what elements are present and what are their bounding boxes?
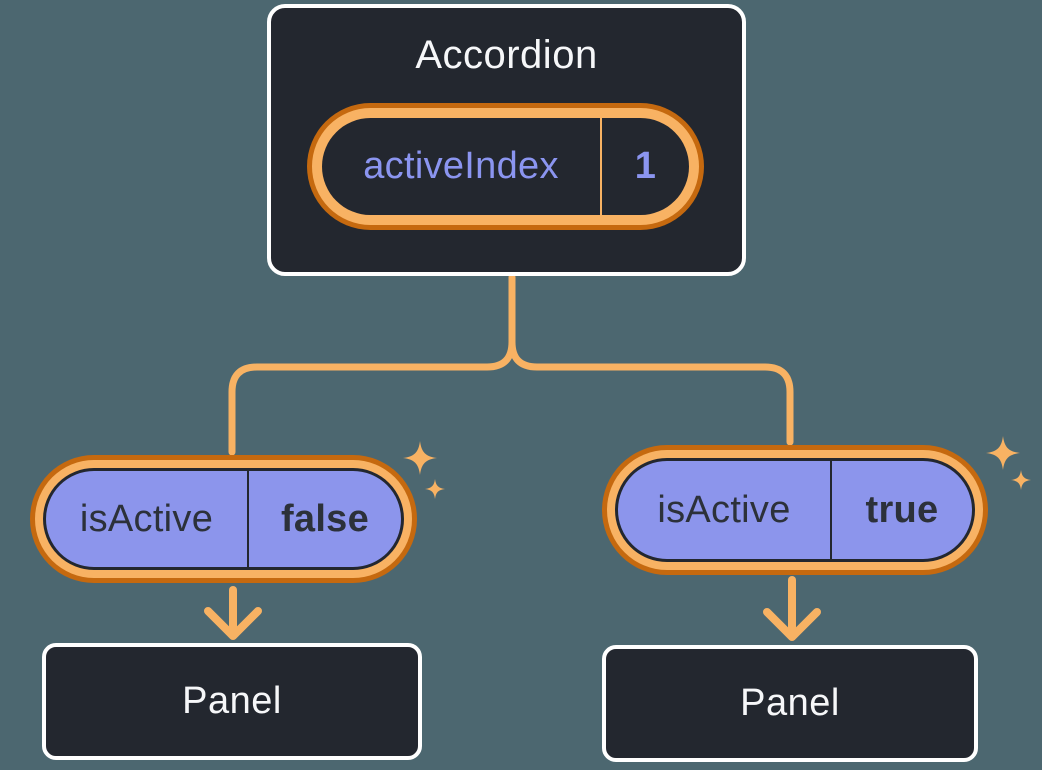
state-pill-active-index: activeIndex 1 — [307, 103, 704, 230]
sparkle-icon — [1011, 470, 1031, 490]
panel-title: Panel — [740, 682, 840, 724]
state-value: false — [280, 497, 370, 540]
sparkle-icon — [986, 436, 1020, 470]
state-pill-ring: isActive false — [35, 460, 412, 578]
state-value: true — [865, 488, 939, 531]
state-value: 1 — [634, 145, 657, 187]
panel-title: Panel — [182, 680, 282, 722]
state-name: activeIndex — [363, 145, 559, 187]
connector-right-branch — [508, 338, 794, 446]
state-name: isActive — [79, 497, 214, 540]
panel-component-box-right: Panel — [602, 645, 978, 762]
state-pill-is-active-false: isActive false — [30, 455, 417, 583]
arrow-down-icon — [204, 586, 262, 640]
accordion-title: Accordion — [415, 33, 598, 77]
panel-component-box-left: Panel — [42, 643, 422, 760]
state-name: isActive — [657, 488, 791, 531]
connector-left-branch — [228, 273, 516, 456]
sparkle-icon — [403, 441, 437, 475]
state-pill-ring: isActive true — [607, 450, 983, 570]
state-pill-ring: activeIndex 1 — [312, 108, 699, 225]
sparkle-icon — [425, 479, 445, 499]
state-pill-is-active-true: isActive true — [602, 445, 988, 575]
arrow-down-icon — [763, 576, 821, 641]
